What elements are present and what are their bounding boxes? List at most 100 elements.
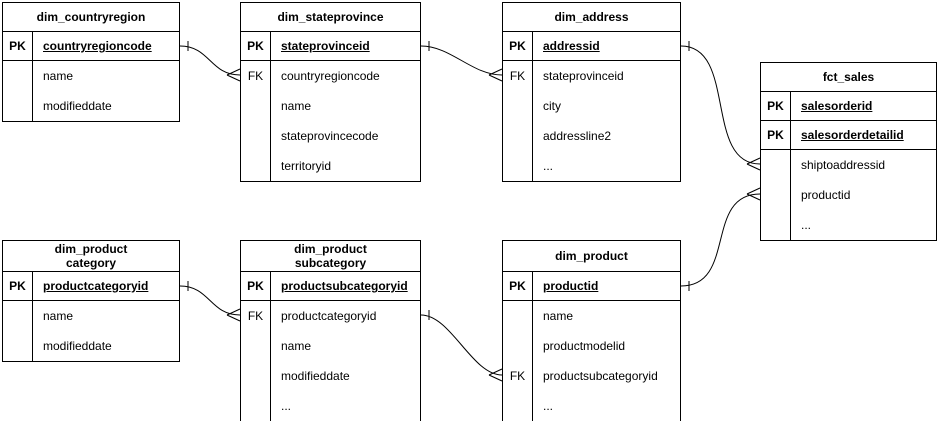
field-name: productsubcategoryid [543, 369, 658, 383]
key-label [241, 361, 271, 391]
entity-title: dim_product [503, 241, 680, 272]
field-row: FK stateprovinceid [503, 61, 680, 91]
field-row: PK addressid [503, 32, 680, 61]
field-row: FK productcategoryid [241, 301, 420, 331]
key-label [761, 180, 791, 210]
entity-title: dim_countryregion [3, 3, 179, 32]
entity-title: dim_stateprovince [241, 3, 420, 32]
field-name: ... [543, 399, 554, 413]
key-label [3, 301, 33, 331]
relationship-countryregion-to-stateprovince[interactable] [179, 41, 241, 82]
field-row: addressline2 [503, 121, 680, 151]
entity-dim-address[interactable]: dim_address PK addressid FK stateprovinc… [502, 2, 681, 182]
field-name: name [43, 309, 74, 323]
key-label [241, 91, 271, 121]
field-row: productid [761, 180, 936, 210]
relationship-address-to-fctsales[interactable] [680, 41, 761, 171]
key-label: PK [503, 32, 533, 60]
field-name: ... [801, 218, 812, 232]
field-name: name [543, 309, 574, 323]
key-label: PK [761, 121, 791, 149]
field-row: ... [503, 151, 680, 181]
entity-title: fct_sales [761, 63, 936, 92]
field-row: PK productcategoryid [3, 272, 179, 301]
field-row: PK salesorderid [761, 92, 936, 121]
field-name: ... [543, 159, 554, 173]
field-name: stateprovinceid [281, 39, 370, 53]
field-row: stateprovincecode [241, 121, 420, 151]
field-name: addressid [543, 39, 600, 53]
field-name: modifieddate [281, 369, 350, 383]
field-name: productsubcategoryid [281, 279, 408, 293]
relationship-subcategory-to-product[interactable] [420, 310, 503, 382]
key-label [503, 301, 533, 331]
field-name: addressline2 [543, 129, 612, 143]
field-row: modifieddate [3, 91, 179, 121]
relationship-stateprovince-to-address[interactable] [420, 41, 503, 82]
field-row: ... [761, 210, 936, 240]
entity-title: dim_product category [3, 241, 179, 272]
key-label [503, 151, 533, 181]
relationship-product-to-fctsales[interactable] [680, 187, 761, 291]
relationship-category-to-subcategory[interactable] [179, 281, 241, 322]
field-name: productid [543, 279, 599, 293]
field-name: salesorderid [801, 99, 873, 113]
field-row: name [241, 331, 420, 361]
field-row: FK countryregioncode [241, 61, 420, 91]
key-label [3, 61, 33, 91]
key-label [3, 91, 33, 121]
entity-dim-product[interactable]: dim_product PK productid name productmod… [502, 240, 681, 421]
field-row: ... [503, 391, 680, 421]
key-label: PK [241, 272, 271, 300]
field-name: modifieddate [43, 339, 112, 353]
field-name: modifieddate [43, 99, 112, 113]
field-row: name [503, 301, 680, 331]
field-name: city [543, 99, 561, 113]
field-name: productmodelid [543, 339, 626, 353]
field-name: salesorderdetailid [801, 128, 904, 142]
field-row: PK productsubcategoryid [241, 272, 420, 301]
entity-title: dim_product subcategory [241, 241, 420, 272]
entity-dim-product-subcategory[interactable]: dim_product subcategory PK productsubcat… [240, 240, 421, 421]
key-label [241, 151, 271, 181]
key-label [761, 210, 791, 240]
key-label: FK [503, 361, 533, 391]
field-row: productmodelid [503, 331, 680, 361]
key-label: PK [241, 32, 271, 60]
field-row: PK countryregioncode [3, 32, 179, 61]
entity-dim-stateprovince[interactable]: dim_stateprovince PK stateprovinceid FK … [240, 2, 421, 182]
field-name: territoryid [281, 159, 332, 173]
key-label [3, 331, 33, 361]
field-row: name [3, 61, 179, 91]
field-name: countryregioncode [281, 69, 380, 83]
field-row: modifieddate [3, 331, 179, 361]
field-name: countryregioncode [43, 39, 152, 53]
entity-dim-product-category[interactable]: dim_product category PK productcategoryi… [2, 240, 180, 362]
key-label: PK [503, 272, 533, 300]
field-name: name [43, 69, 74, 83]
key-label [503, 91, 533, 121]
key-label [241, 391, 271, 421]
key-label [761, 150, 791, 180]
field-name: productcategoryid [281, 309, 377, 323]
key-label [503, 391, 533, 421]
field-row: PK stateprovinceid [241, 32, 420, 61]
key-label [503, 331, 533, 361]
field-row: name [241, 91, 420, 121]
field-row: city [503, 91, 680, 121]
entity-fct-sales[interactable]: fct_sales PK salesorderid PK salesorderd… [760, 62, 937, 241]
key-label: PK [761, 92, 791, 120]
key-label: FK [241, 61, 271, 91]
field-row: PK productid [503, 272, 680, 301]
entity-dim-countryregion[interactable]: dim_countryregion PK countryregioncode n… [2, 2, 180, 122]
field-name: productid [801, 188, 851, 202]
field-row: name [3, 301, 179, 331]
entity-title: dim_address [503, 3, 680, 32]
field-name: ... [281, 399, 292, 413]
field-row: modifieddate [241, 361, 420, 391]
field-row: territoryid [241, 151, 420, 181]
key-label [503, 121, 533, 151]
key-label: PK [3, 272, 33, 300]
field-row: FK productsubcategoryid [503, 361, 680, 391]
